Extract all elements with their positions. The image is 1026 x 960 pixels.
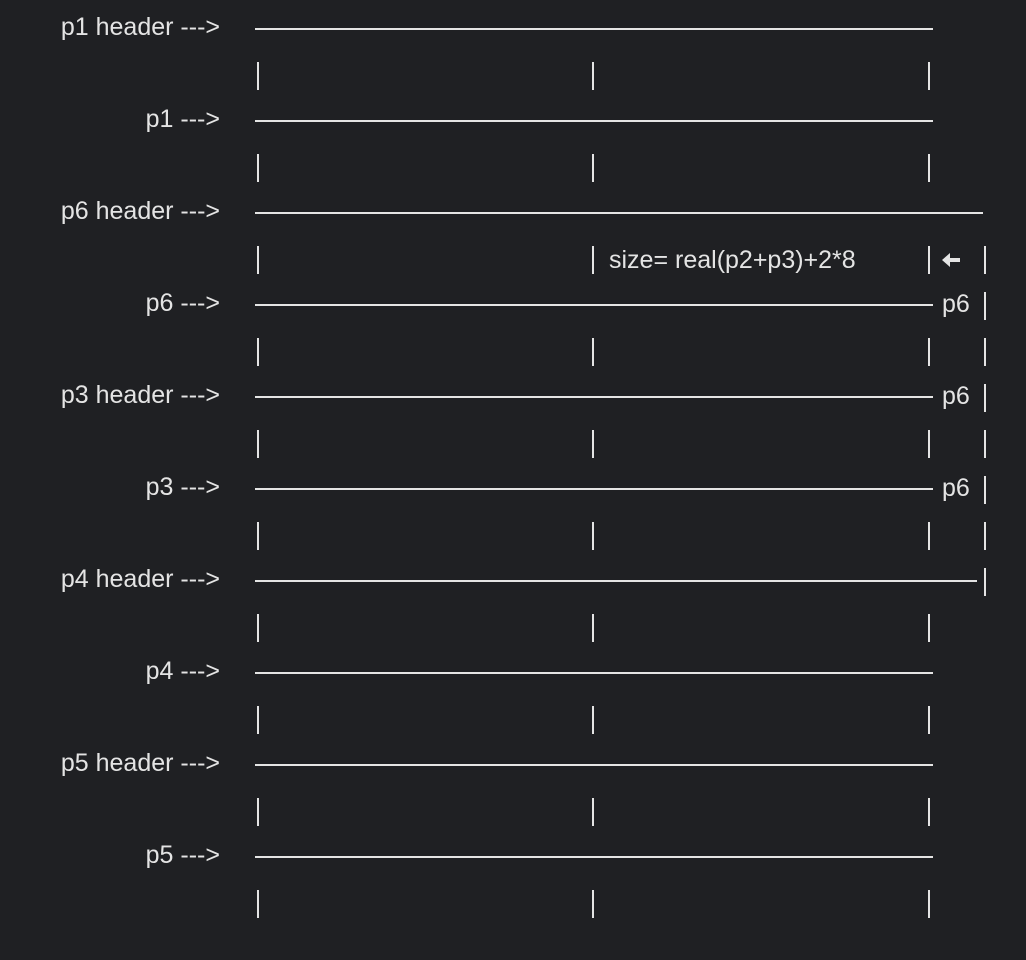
boundary-line-p5 [255, 856, 933, 858]
separator-right [928, 798, 930, 826]
separator-middle [592, 246, 594, 274]
boundary-line-p4 [255, 672, 933, 674]
separator-middle [592, 62, 594, 90]
separator-left [257, 154, 259, 182]
separator-middle [592, 522, 594, 550]
boundary-line-p1 [255, 120, 933, 122]
separator-right [928, 62, 930, 90]
p6-bracket-bar [984, 384, 986, 412]
separator-left [257, 890, 259, 918]
separator-middle [592, 706, 594, 734]
p6-bracket-bar [984, 568, 986, 596]
separator-left [257, 614, 259, 642]
boundary-line-p1-header [255, 28, 933, 30]
separator-middle [592, 154, 594, 182]
separator-right [928, 706, 930, 734]
boundary-line-p4-header [255, 580, 977, 582]
separator-left [257, 62, 259, 90]
size-formula-annotation: size= real(p2+p3)+2*8 [609, 246, 856, 274]
p6-bracket-bar [984, 522, 986, 550]
boundary-line-p5-header [255, 764, 933, 766]
p6-bracket-bar [984, 246, 986, 274]
boundary-line-p3-header [255, 396, 933, 398]
separator-right [928, 338, 930, 366]
separator-left [257, 522, 259, 550]
separator-right [928, 154, 930, 182]
row-label-p4-header: p4 header ---> [60, 565, 220, 593]
separator-left [257, 706, 259, 734]
row-label-p5: p5 ---> [145, 841, 220, 869]
p6-bracket-bar [984, 292, 986, 320]
separator-middle [592, 890, 594, 918]
row-label-p6: p6 ---> [145, 289, 220, 317]
p6-marker: p6 [942, 474, 970, 502]
separator-left [257, 246, 259, 274]
separator-right [928, 430, 930, 458]
row-label-p1: p1 ---> [145, 105, 220, 133]
separator-right [928, 246, 930, 274]
p6-bracket-bar [984, 476, 986, 504]
row-label-p3: p3 ---> [145, 473, 220, 501]
boundary-line-p3 [255, 488, 933, 490]
separator-middle [592, 614, 594, 642]
separator-left [257, 430, 259, 458]
row-label-p6-header: p6 header ---> [60, 197, 220, 225]
row-label-p1-header: p1 header ---> [60, 13, 220, 41]
separator-left [257, 798, 259, 826]
p6-bracket-bar [984, 430, 986, 458]
arrow-left-icon [942, 253, 960, 267]
boundary-line-p6-header [255, 212, 983, 214]
separator-middle [592, 430, 594, 458]
row-label-p3-header: p3 header ---> [60, 381, 220, 409]
separator-right [928, 614, 930, 642]
separator-right [928, 522, 930, 550]
p6-bracket-bar [984, 338, 986, 366]
row-label-p5-header: p5 header ---> [60, 749, 220, 777]
row-label-p4: p4 ---> [145, 657, 220, 685]
separator-right [928, 890, 930, 918]
separator-middle [592, 798, 594, 826]
p6-marker: p6 [942, 382, 970, 410]
separator-left [257, 338, 259, 366]
separator-middle [592, 338, 594, 366]
p6-marker: p6 [942, 290, 970, 318]
boundary-line-p6 [255, 304, 933, 306]
